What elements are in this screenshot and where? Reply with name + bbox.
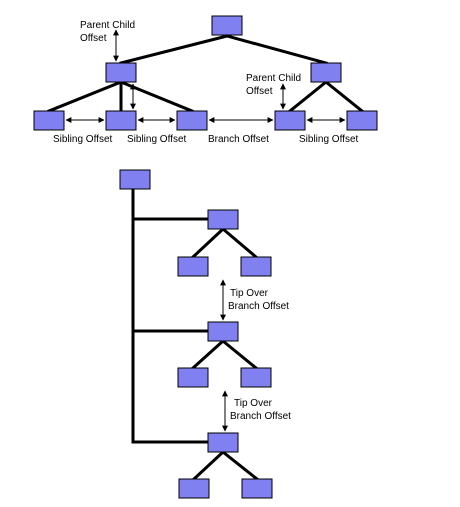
sibling-offset-label: Sibling Offset	[53, 134, 113, 145]
branch-node	[207, 209, 239, 230]
leaf-node	[274, 110, 306, 131]
leaf-node	[177, 367, 209, 388]
leaf-node	[33, 110, 65, 131]
leaf-node	[346, 110, 378, 131]
leaf-node	[176, 110, 208, 131]
right-parent-node	[310, 62, 342, 83]
sibling-offset-label: Sibling Offset	[299, 134, 359, 145]
tipover-dimension-arrows	[220, 279, 228, 432]
branch-node	[207, 321, 239, 342]
leaf-node	[105, 110, 137, 131]
leaf-node	[241, 478, 273, 499]
root-node	[211, 15, 243, 36]
leaf-node	[240, 367, 272, 388]
sibling-offset-label: Sibling Offset	[127, 134, 187, 145]
leaf-node	[178, 478, 210, 499]
standard-tree-nodes	[33, 15, 378, 131]
tipover-tree-edges	[131, 187, 260, 482]
branch-node	[207, 432, 239, 453]
branch-offset-label: Branch Offset	[208, 134, 269, 145]
left-parent-node	[105, 62, 137, 83]
leaf-node	[177, 256, 209, 277]
offset-dimension-arrows	[65, 29, 346, 123]
leaf-node	[240, 256, 272, 277]
tipover-root-node	[119, 169, 151, 190]
tipover-tree-nodes	[119, 169, 273, 499]
